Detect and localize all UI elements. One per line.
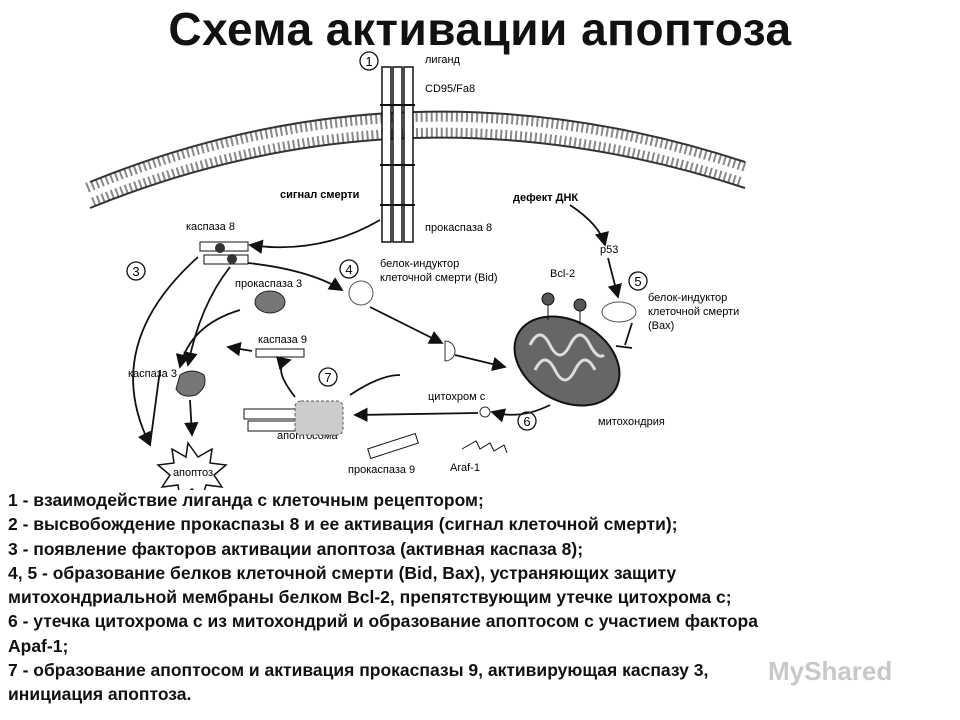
legend-line: 3 - появление факторов активации апоптоз… (8, 538, 584, 559)
apaf-shape (461, 440, 508, 454)
mitochondria-label: митохондрия (598, 416, 665, 428)
bid-protein (348, 280, 374, 306)
legend-line: 4, 5 - образование белков клеточной смер… (8, 562, 677, 583)
bax-protein (601, 301, 637, 323)
procaspase9-label: прокаспаза 9 (348, 464, 415, 476)
pathway-arrows (132, 204, 633, 447)
svg-text:6: 6 (523, 414, 530, 429)
cytochrome-label: цитохром с (428, 391, 486, 403)
bax-label-3: (Bax) (648, 320, 674, 332)
cd95-receptor (380, 66, 415, 243)
step-marker: 1 (359, 51, 379, 71)
procaspase3-shape (254, 290, 286, 314)
caspase3-shape (175, 370, 206, 397)
bax-label-1: белок-индуктор (648, 292, 727, 304)
apoptosome-shape (243, 400, 344, 436)
bid-label-2: клеточной смерти (Bid) (380, 272, 498, 284)
legend-line: инициация апоптоза. (8, 684, 192, 705)
svg-text:3: 3 (132, 264, 139, 279)
legend-line: Apaf-1; (8, 635, 69, 656)
svg-text:1: 1 (365, 54, 372, 69)
step-marker: 5 (628, 271, 648, 291)
caspase9-label: каспаза 9 (258, 334, 307, 346)
death-signal-label: сигнал смерти (280, 189, 359, 201)
legend-line: митохондриальной мембраны белком Bcl-2, … (8, 587, 732, 608)
step-marker: 6 (517, 411, 537, 431)
p53-label: p53 (600, 244, 618, 256)
procaspase8-label: прокаспаза 8 (425, 222, 492, 234)
bid-label-1: белок-индуктор (380, 258, 459, 270)
procaspase3-label: прокаспаза 3 (235, 278, 302, 290)
caspase3-label: каспаза 3 (128, 368, 177, 380)
legend-line: 2 - высвобождение прокаспазы 8 и ее акти… (8, 514, 678, 535)
caspase8-complex (199, 241, 249, 265)
cd95-label: CD95/Fa8 (425, 83, 475, 95)
bax-label-2: клеточной смерти (648, 306, 739, 318)
legend: 1 - взаимодействие лиганда с клеточным р… (8, 488, 953, 707)
page-title: Схема активации апоптоза (168, 3, 792, 55)
legend-line: 6 - утечка цитохрома с из митохондрий и … (8, 611, 758, 632)
svg-text:5: 5 (634, 274, 641, 289)
apoptosis-burst: апоптоз (156, 441, 228, 490)
apaf-label: Araf-1 (450, 462, 480, 474)
caspase9-shape (255, 348, 305, 358)
ligand-label: лиганд (425, 54, 461, 66)
procaspase9-shape (367, 432, 419, 460)
step-marker: 7 (318, 367, 338, 387)
apoptosis-diagram: 1 3 4 5 6 7 лиганд CD95/Fa8 сигнал смерт… (85, 51, 750, 490)
watermark: MyShared (768, 656, 893, 686)
svg-text:4: 4 (345, 262, 352, 277)
caspase8-label: каспаза 8 (186, 221, 235, 233)
legend-line: 1 - взаимодействие лиганда с клеточным р… (8, 490, 484, 510)
cell-membrane (85, 110, 750, 209)
legend-line: 7 - образование апоптосом и активация пр… (8, 660, 709, 681)
cytochrome-dot (479, 406, 491, 418)
step-marker: 3 (126, 261, 146, 281)
svg-text:7: 7 (324, 370, 331, 385)
dna-defect-label: дефект ДНК (513, 192, 578, 204)
mitochondrion (513, 292, 621, 407)
truncated-bid (444, 340, 456, 362)
apoptosis-label: апоптоз (173, 467, 213, 479)
step-marker: 4 (339, 259, 359, 279)
bcl2-label: Bcl-2 (550, 268, 575, 280)
